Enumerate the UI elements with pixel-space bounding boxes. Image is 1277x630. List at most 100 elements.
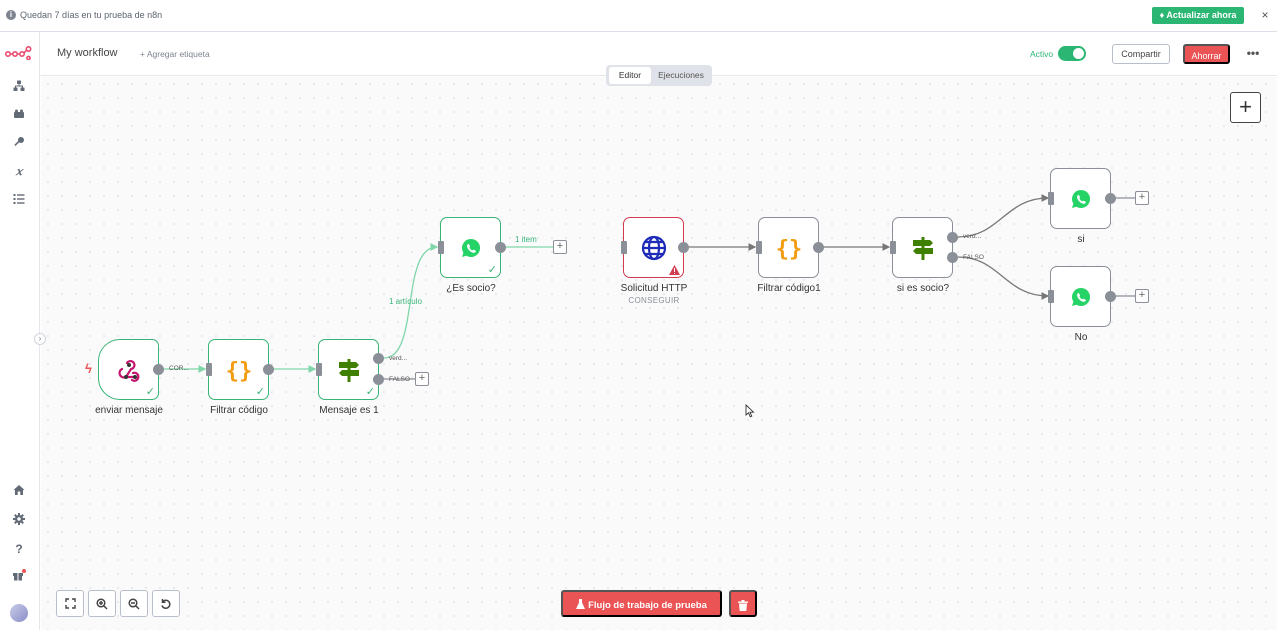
if1-true-handle[interactable]: [373, 353, 384, 364]
save-button[interactable]: Ahorrar: [1183, 44, 1230, 64]
share-button[interactable]: Compartir: [1112, 44, 1170, 64]
node-si-es-socio[interactable]: [892, 217, 953, 278]
code2-output-handle[interactable]: [813, 242, 824, 253]
node-si[interactable]: [1050, 168, 1111, 229]
active-toggle[interactable]: [1058, 46, 1086, 61]
si-output-handle[interactable]: [1105, 193, 1116, 204]
trial-banner: i Quedan 7 días en tu prueba de n8n ♦ Ac…: [0, 0, 1277, 32]
code1-output-handle[interactable]: [263, 364, 274, 375]
if2-false-handle[interactable]: [947, 252, 958, 263]
success-check-icon: ✓: [145, 386, 155, 398]
if1-false-add-icon[interactable]: +: [415, 372, 429, 386]
code-braces-icon: {}: [226, 359, 253, 384]
zoom-out-icon[interactable]: [120, 590, 148, 617]
node-si-es-socio-label: si es socio?: [896, 283, 950, 294]
node-filtrar-codigo1[interactable]: {}: [758, 217, 819, 278]
workflow-name[interactable]: My workflow: [57, 47, 118, 59]
trial-message: Quedan 7 días en tu prueba de n8n: [20, 10, 163, 20]
if2-input-handle[interactable]: [890, 241, 896, 254]
no-add-icon[interactable]: +: [1135, 289, 1149, 303]
edge-label-articulo: 1 artículo: [389, 297, 422, 306]
wa1-input-handle[interactable]: [438, 241, 444, 254]
more-options-icon[interactable]: •••: [1246, 46, 1260, 60]
success-check-icon: ✓: [255, 386, 265, 398]
test-workflow-button[interactable]: Flujo de trabajo de prueba: [561, 590, 722, 617]
upgrade-button[interactable]: ♦ Actualizar ahora: [1152, 7, 1244, 24]
chevron-right-icon[interactable]: ›: [34, 333, 46, 345]
node-es-socio-label: ¿Es socio?: [446, 283, 496, 294]
credentials-key-icon[interactable]: [10, 136, 28, 152]
node-webhook-label: enviar mensaje: [95, 405, 163, 416]
wa1-add-icon[interactable]: +: [553, 240, 567, 254]
add-tag-link[interactable]: + Agregar etiqueta: [140, 49, 210, 59]
svg-text:{}: {}: [776, 237, 803, 262]
mouse-cursor-icon: [745, 404, 755, 418]
node-mensaje-es-1[interactable]: ✓: [318, 339, 379, 400]
no-input-handle[interactable]: [1048, 290, 1054, 303]
upgrade-label: Actualizar ahora: [1166, 10, 1237, 20]
node-si-label: si: [1077, 234, 1085, 245]
webhook-icon: [118, 360, 140, 382]
si-add-icon[interactable]: +: [1135, 191, 1149, 205]
if1-false-handle[interactable]: [373, 374, 384, 385]
active-label: Activo: [1030, 49, 1054, 59]
webhook-output-handle[interactable]: [153, 364, 164, 375]
toggle-knob: [1073, 48, 1084, 59]
no-output-handle[interactable]: [1105, 291, 1116, 302]
templates-icon[interactable]: [10, 108, 28, 124]
if2-true-label: verd...: [963, 233, 982, 240]
tab-executions[interactable]: Ejecuciones: [658, 70, 704, 80]
code2-input-handle[interactable]: [756, 241, 762, 254]
whatsapp-icon: [1072, 287, 1091, 306]
code-braces-icon: {}: [776, 237, 803, 262]
wa1-output-handle[interactable]: [495, 242, 506, 253]
gift-icon[interactable]: [10, 569, 28, 585]
settings-gear-icon[interactable]: [10, 513, 28, 529]
si-input-handle[interactable]: [1048, 192, 1054, 205]
node-solicitud-http[interactable]: [623, 217, 684, 278]
variables-icon[interactable]: 𝑥: [15, 165, 23, 178]
node-filtrar-codigo[interactable]: {} ✓: [208, 339, 269, 400]
n8n-logo-icon[interactable]: [5, 46, 32, 60]
zoom-in-icon[interactable]: [88, 590, 116, 617]
warning-icon: [669, 265, 680, 275]
test-workflow-label: Flujo de trabajo de prueba: [588, 600, 707, 611]
user-avatar[interactable]: [10, 604, 28, 622]
reset-zoom-icon[interactable]: [152, 590, 180, 617]
signpost-icon: [339, 359, 359, 382]
node-mensaje-es-1-label: Mensaje es 1: [319, 405, 379, 416]
success-check-icon: ✓: [487, 264, 497, 276]
node-es-socio[interactable]: ✓: [440, 217, 501, 278]
signpost-icon: [913, 237, 933, 260]
node-solicitud-http-method: CONSEGUIR: [628, 296, 680, 305]
view-tabs: Editor Ejecuciones: [606, 65, 712, 86]
node-no-label: No: [1074, 332, 1088, 343]
add-node-button[interactable]: +: [1230, 92, 1261, 123]
delete-execution-button[interactable]: [729, 590, 757, 617]
close-icon[interactable]: ×: [1261, 8, 1269, 22]
globe-icon: [641, 235, 667, 261]
node-solicitud-http-label: Solicitud HTTP: [620, 283, 688, 294]
whatsapp-icon: [462, 238, 481, 257]
success-check-icon: ✓: [365, 386, 375, 398]
if1-input-handle[interactable]: [316, 363, 322, 376]
trigger-bolt-icon: ϟ: [85, 361, 92, 376]
trash-icon: [738, 600, 748, 611]
node-webhook[interactable]: ✓: [98, 339, 159, 400]
help-icon[interactable]: ?: [15, 542, 23, 556]
edge-label-item: 1 item: [515, 235, 537, 244]
http-input-handle[interactable]: [621, 241, 627, 254]
executions-list-icon[interactable]: [10, 193, 28, 209]
node-no[interactable]: [1050, 266, 1111, 327]
tab-editor[interactable]: Editor: [609, 67, 651, 84]
if2-false-label: FALSO: [963, 254, 984, 261]
http-output-handle[interactable]: [678, 242, 689, 253]
home-icon[interactable]: [10, 484, 28, 500]
if1-true-label: verd...: [389, 355, 408, 362]
main-sidebar: 𝑥 ?: [0, 32, 40, 630]
if2-true-handle[interactable]: [947, 232, 958, 243]
fit-view-icon[interactable]: [56, 590, 84, 617]
code1-input-handle[interactable]: [206, 363, 212, 376]
if1-false-label: FALSO: [389, 376, 410, 383]
workflows-icon[interactable]: [10, 80, 28, 96]
